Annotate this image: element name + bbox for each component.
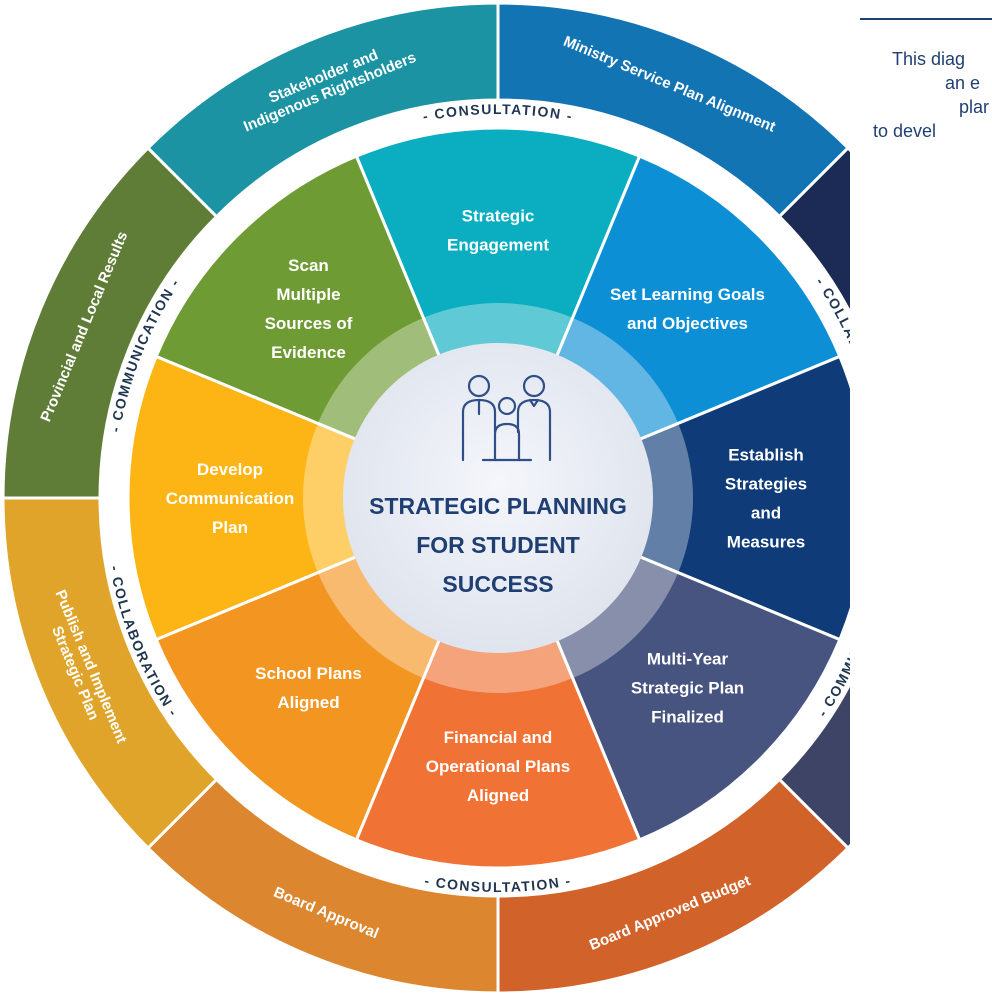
inner-segment [494, 354, 850, 642]
center-title-line: SUCCESS [442, 571, 553, 597]
inner-segment-label: Strategic [462, 206, 535, 225]
side-note-line: to devel [873, 121, 937, 141]
strategic-planning-wheel: Ministry Service Plan AlignmentFESL Poli… [1, 1, 850, 994]
inner-segment-label: Measures [727, 532, 805, 551]
inner-segment [354, 494, 642, 870]
inner-segment-label: and [751, 503, 781, 522]
inner-segment-label: Scan [288, 256, 329, 275]
center-title: STRATEGIC PLANNING FOR STUDENT SUCCESS [369, 493, 627, 597]
center-title-line: STRATEGIC PLANNING [369, 493, 627, 519]
inner-segment-label: Plan [212, 518, 248, 537]
inner-segment-label: Aligned [277, 693, 339, 712]
side-note-line: This diag [892, 49, 966, 69]
side-note: This diag an e plar to devel [850, 0, 992, 200]
family-icon [461, 374, 552, 462]
inner-segment-label: Multi-Year [647, 649, 729, 668]
side-note-rule [860, 18, 992, 20]
inner-segment-label: Sources of [265, 314, 353, 333]
inner-segment-label: and Objectives [627, 314, 748, 333]
inner-segment-label: Set Learning Goals [610, 285, 765, 304]
hub-circle [343, 343, 653, 653]
inner-segment [354, 126, 642, 502]
inner-segment [126, 354, 502, 642]
inner-segment-label: Establish [728, 445, 804, 464]
inner-segment-label: Strategies [725, 474, 807, 493]
side-note-line: an e [945, 73, 981, 93]
band-label: - CONSULTATION - [421, 101, 574, 124]
inner-segment-label: Communication [166, 489, 294, 508]
inner-segment-label: Strategic Plan [631, 678, 744, 697]
inner-segment-label: Aligned [467, 786, 529, 805]
center-title-line: FOR STUDENT [416, 532, 580, 558]
band-label: - CONSULTATION - [423, 872, 573, 895]
inner-segment-label: Finalized [651, 707, 724, 726]
outer-segment [145, 1, 500, 219]
inner-segment-label: Develop [197, 460, 263, 479]
outer-segment [777, 145, 850, 316]
inner-segment-label: Engagement [447, 235, 549, 254]
inner-segment-label: Financial and [444, 728, 553, 747]
inner-segment-label: School Plans [255, 664, 362, 683]
inner-segment-label: Evidence [271, 343, 346, 362]
inner-segment-label: Operational Plans [426, 757, 571, 776]
inner-segment-label: Multiple [276, 285, 340, 304]
center-hub: STRATEGIC PLANNING FOR STUDENT SUCCESS [303, 303, 693, 693]
side-note-line: plar [959, 97, 990, 117]
